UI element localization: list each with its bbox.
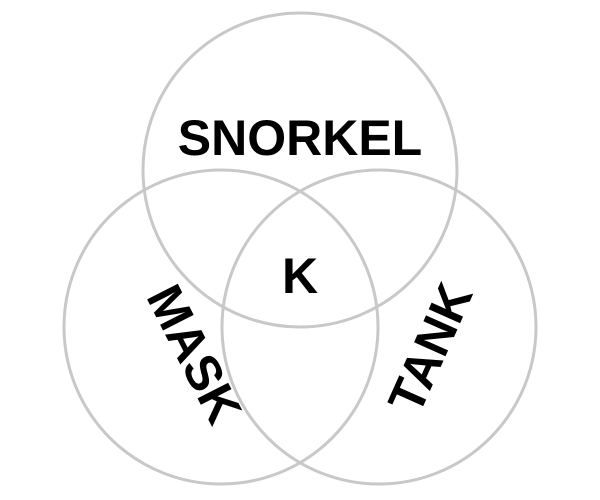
circle-snorkel [141,11,459,329]
circle-mask [62,168,380,486]
circle-tank [220,168,538,486]
label-snorkel: SNORKEL [178,110,422,166]
label-center: K [282,248,318,304]
label-mask: MASK [136,276,253,433]
